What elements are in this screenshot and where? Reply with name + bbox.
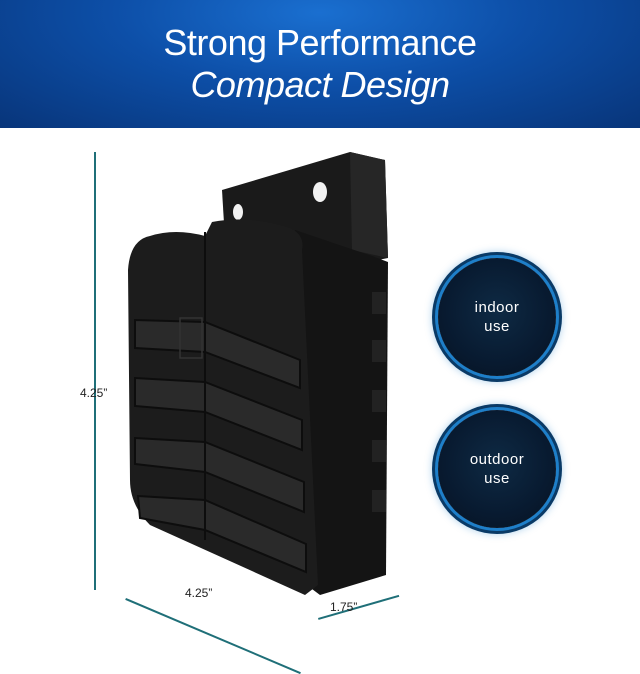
banner-title-line1: Strong Performance bbox=[163, 22, 477, 63]
badge-line2: use bbox=[484, 470, 510, 487]
height-label: 4.25” bbox=[80, 386, 108, 400]
outdoor-use-badge: outdoor use bbox=[438, 410, 556, 528]
width-label: 4.25” bbox=[185, 586, 213, 600]
mounting-hole-right bbox=[313, 182, 327, 202]
banner-title-line2: Compact Design bbox=[190, 64, 450, 105]
mounting-hole-left bbox=[233, 204, 243, 220]
height-dimension-line bbox=[94, 152, 96, 590]
badge-line1: indoor bbox=[474, 299, 520, 316]
logo-emboss-icon bbox=[179, 317, 203, 359]
depth-label: 1.75” bbox=[330, 600, 358, 614]
mounting-plate-side bbox=[350, 152, 388, 258]
product-image bbox=[128, 152, 388, 596]
indoor-use-badge: indoor use bbox=[438, 258, 556, 376]
badge-line2: use bbox=[484, 318, 510, 335]
badge-line1: outdoor bbox=[469, 451, 525, 468]
body-side bbox=[295, 230, 388, 595]
header-banner: Strong Performance Compact Design bbox=[0, 0, 640, 128]
side-ridges bbox=[372, 292, 386, 512]
